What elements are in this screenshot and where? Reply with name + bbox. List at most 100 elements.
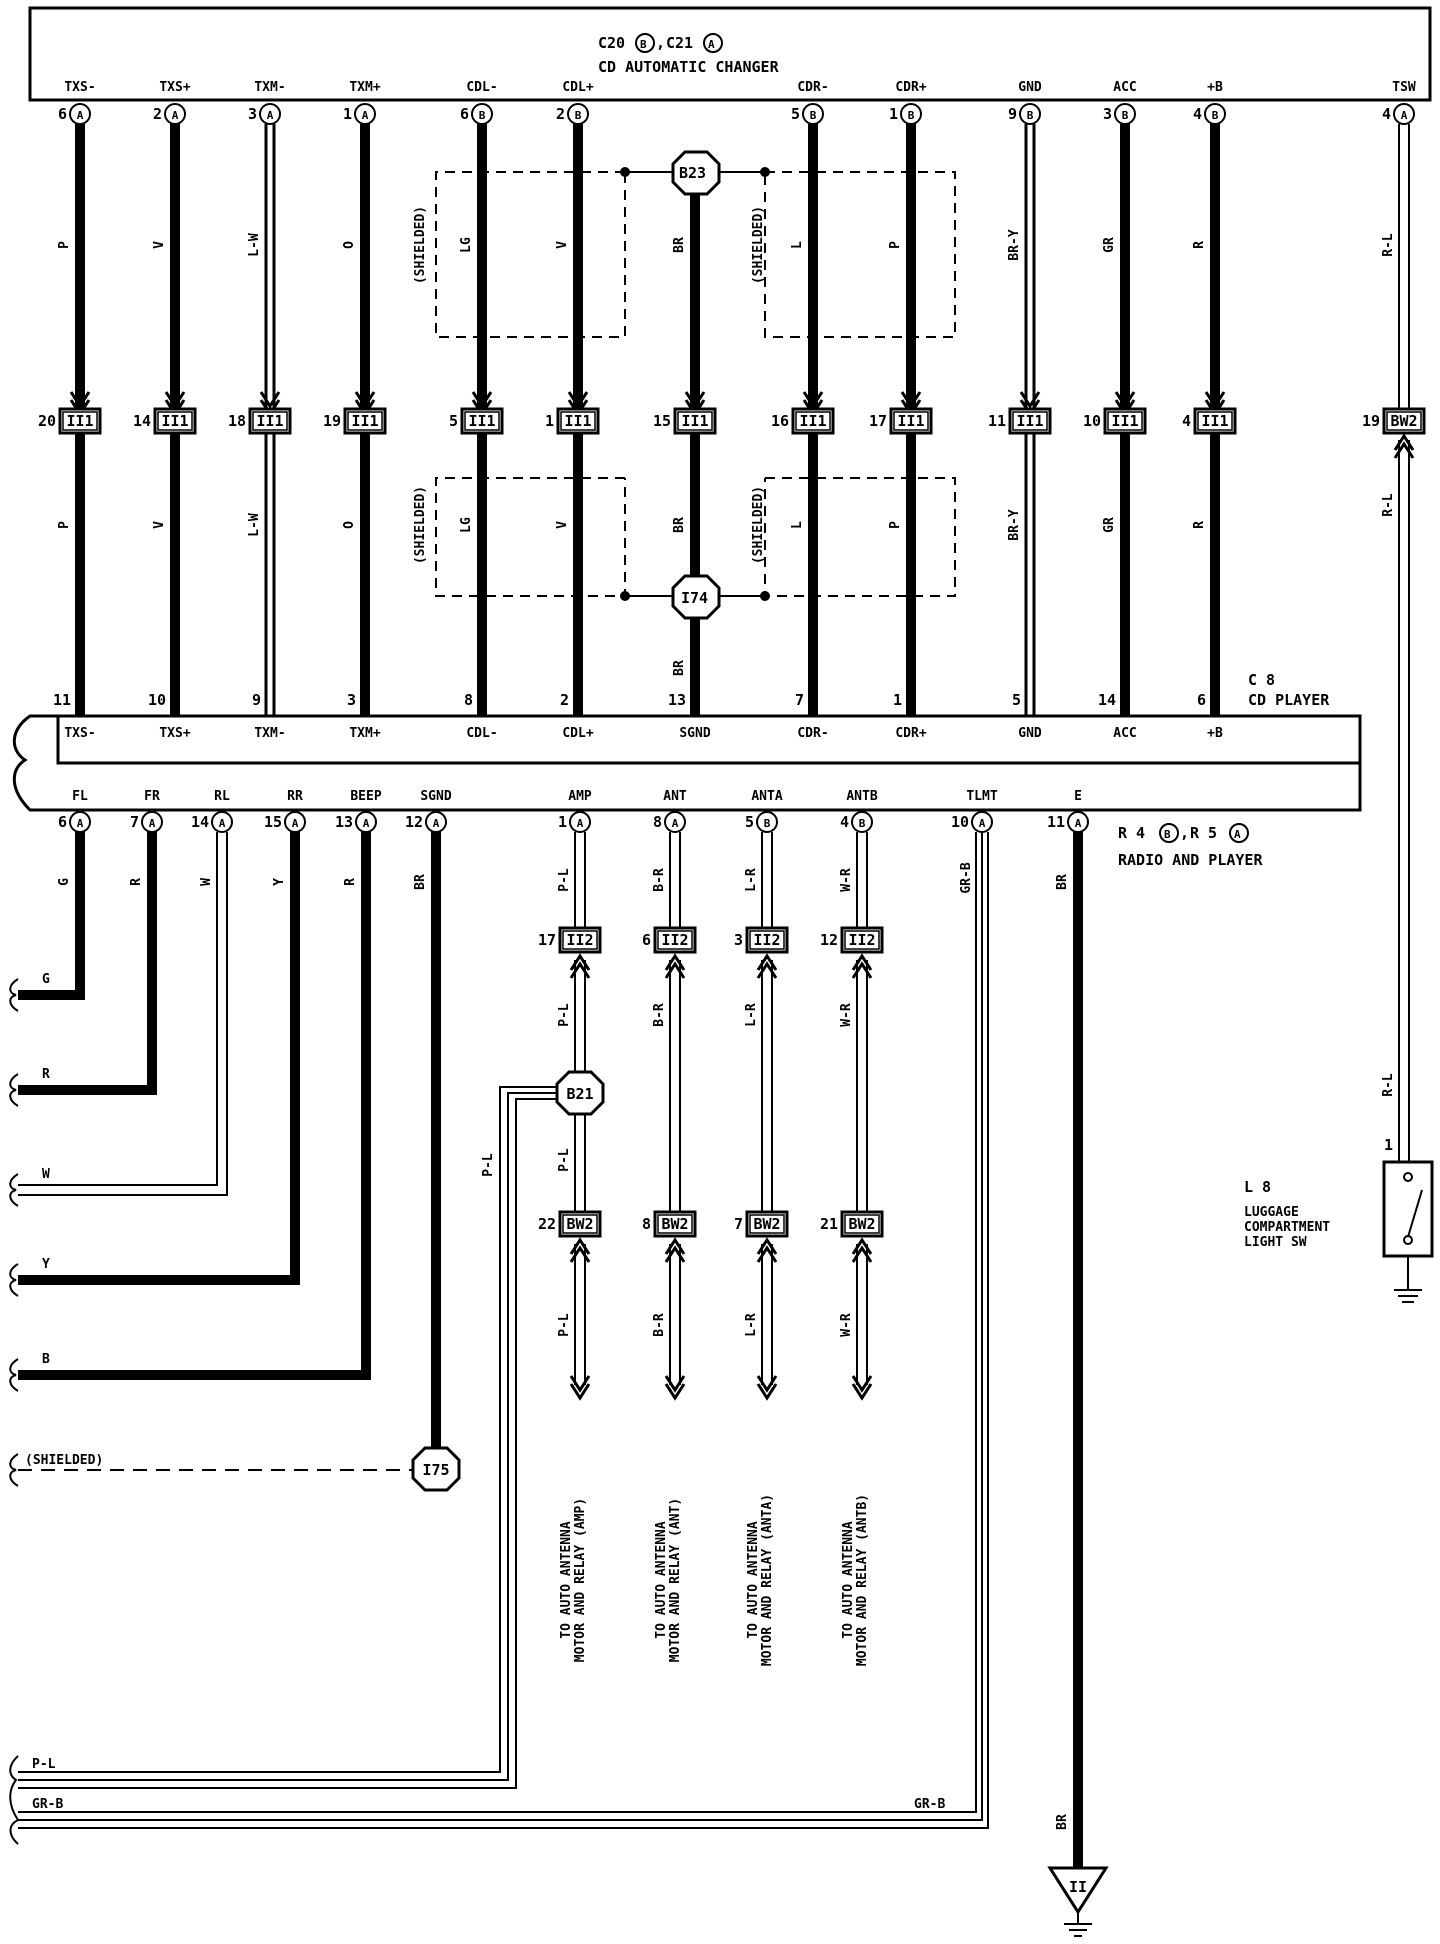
cd-changer-mark-a: B	[640, 38, 647, 51]
radio-pin-label-4: BEEP	[350, 789, 381, 804]
antenna-color-d-2: L-R	[744, 1313, 759, 1337]
color-upper-b-5: V	[555, 521, 570, 529]
radio-end-color-3: Y	[42, 1257, 50, 1272]
wire-antenna-b-2	[761, 960, 773, 1212]
antenna-dest-2-0: MOTOR AND RELAY (AMP)	[573, 1498, 588, 1662]
color-upper-a-1: V	[152, 241, 167, 249]
antenna-arrow-up2-3	[851, 1237, 873, 1263]
junction-ii1-10-pin: 10	[1083, 412, 1101, 430]
antenna-color-a-2: L-R	[744, 868, 759, 892]
wire-antenna-c-3	[856, 1244, 868, 1385]
break-mark-0	[9, 978, 19, 1012]
cd-player-name: CD PLAYER	[1248, 691, 1330, 709]
player-pin-label-6: SGND	[679, 726, 710, 741]
junction-ii1-2-pin: 18	[228, 412, 246, 430]
changer-pin-label-11: +B	[1207, 80, 1223, 95]
splice-b23: B23	[671, 150, 721, 196]
splice-i75-label: I75	[422, 1461, 449, 1479]
cd-changer-sep: ,	[656, 34, 665, 52]
junction-ii1-8-pin: 17	[869, 412, 887, 430]
cd-changer-id-b: C21	[666, 34, 693, 52]
shield-joins	[620, 167, 770, 601]
luggage-sw-pin: 1	[1384, 1136, 1393, 1154]
changer-pin-4-number: 6	[460, 105, 469, 123]
junction-ii1-7-id: II1	[799, 412, 826, 430]
changer-pin-label-4: CDL-	[466, 80, 497, 95]
player-pin-4: 8	[464, 691, 473, 709]
junction-ii1-4-id: II1	[468, 412, 495, 430]
antenna-pin-2-number: 5	[745, 813, 754, 831]
antenna-arrow-down-1	[664, 1375, 686, 1401]
wire-radio-2	[18, 832, 228, 1196]
junction-ii1-7-pin: 16	[771, 412, 789, 430]
color-tsw-b: R-L	[1381, 493, 1396, 517]
color-upper-a-5: V	[555, 241, 570, 249]
antenna-color-a-0: P-L	[557, 868, 572, 892]
junction-ii2-2-id: II2	[753, 931, 780, 949]
wire-upper-b-2	[264, 433, 276, 716]
break-mark-bottom	[9, 1755, 20, 1845]
antenna-pin-2-mark: B	[764, 817, 771, 830]
radio-color-0: G	[57, 878, 72, 886]
wire-antenna-b-1	[669, 960, 681, 1212]
player-pin-5: 2	[560, 691, 569, 709]
player-pin-1: 10	[148, 691, 166, 709]
wire-tsw-a	[1398, 124, 1410, 409]
antenna-color-b-3: W-R	[839, 1003, 854, 1027]
e-color: BR	[1055, 874, 1070, 890]
arrow-tsw	[1393, 433, 1415, 459]
shielded-label-2: (SHIELDED)	[413, 486, 428, 564]
junction-ii1-5-id: II1	[564, 412, 591, 430]
luggage-sw-id: L 8	[1244, 1178, 1271, 1196]
tsw-pin-number: 4	[1382, 105, 1391, 123]
color-tsw-a: R-L	[1381, 233, 1396, 257]
antenna-dest-1-1: TO AUTO ANTENNA	[654, 1521, 669, 1639]
radio-pin-label-1: FR	[144, 789, 160, 804]
color-upper-b-10: GR	[1102, 517, 1117, 533]
changer-pin-9-number: 9	[1008, 105, 1017, 123]
radio-pin-5-number: 12	[405, 813, 423, 831]
tlmt-pin-mark: A	[979, 817, 986, 830]
player-pin-label-1: TXS+	[159, 726, 190, 741]
color-upper-b-6: BR	[672, 517, 687, 533]
radio-id-b: R 5	[1190, 824, 1217, 842]
changer-pin-label-8: CDR+	[895, 80, 926, 95]
antenna-color-b-2: L-R	[744, 1003, 759, 1027]
changer-pin-11-mark: B	[1212, 109, 1219, 122]
changer-pin-label-9: GND	[1018, 80, 1042, 95]
color-upper-a-6: BR	[672, 237, 687, 253]
ground-ii-label: II	[1069, 1878, 1087, 1896]
player-pin-label-8: CDR+	[895, 726, 926, 741]
player-pin-label-5: CDL+	[562, 726, 593, 741]
splice-i75: I75	[411, 1446, 461, 1492]
changer-pin-8-number: 1	[889, 105, 898, 123]
color-upper-b-9: BR-Y	[1007, 509, 1022, 540]
wire-antenna-b-3	[856, 960, 868, 1212]
tlmt-end-left: GR-B	[32, 1797, 63, 1812]
junction-ii1-1-pin: 14	[133, 412, 151, 430]
